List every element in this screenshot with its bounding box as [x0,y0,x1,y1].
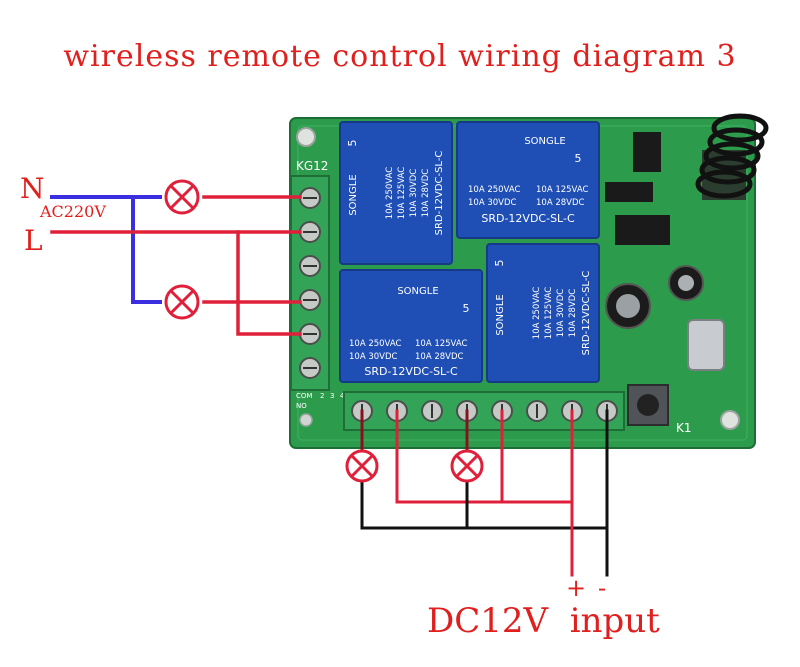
ac-wiring [50,195,302,336]
terminal-screw [299,289,321,311]
lamp-4 [450,449,484,483]
board-model-label: KG12 [296,159,328,173]
relay-brand: SONGLE [495,294,506,335]
relay-rating: 10A 30VDC [349,352,398,362]
relay-1: SONGLE 10A 250VAC 10A 125VAC 10A 30VDC 1… [339,121,453,265]
relay-model: SRD-12VDC-SL-C [364,365,458,378]
terminal-screw [299,187,321,209]
neutral-label: N [20,172,45,205]
terminal-label: 3 [330,392,334,400]
crystal [687,319,725,371]
relay-rating: 10A 250VAC [468,185,520,195]
left-terminal-block [290,175,330,391]
relay-model: SRD-12VDC-SL-C [481,212,575,225]
live-label: L [24,224,43,257]
dc-minus-label: - [598,574,606,602]
lamp-1 [164,179,200,215]
relay-rating: 10A 30VDC [468,198,517,208]
relay-3: SONGLE 5 10A 250VAC 10A 125VAC 10A 30VDC… [339,269,483,383]
ic-chip [615,215,670,245]
terminal-screw [299,221,321,243]
relay-rating: 10A 28VDC [568,289,578,338]
k1-label: K1 [676,421,692,435]
relay-pin: 5 [346,140,359,147]
relay-model: SRD-12VDC-SL-C [581,271,592,356]
terminal-screw [299,255,321,277]
relay-pin: 5 [493,260,506,267]
relay-brand: SONGLE [348,174,359,215]
relay-pin: 5 [575,152,582,165]
relay-4: SONGLE 10A 250VAC 10A 125VAC 10A 30VDC 1… [486,243,600,383]
neutral-wire [50,195,162,304]
relay-rating: 10A 30VDC [556,289,566,338]
relay-rating: 10A 28VDC [421,169,431,218]
dc-plus-label: + [566,574,586,602]
relay-rating: 10A 30VDC [409,169,419,218]
relay-brand: SONGLE [397,286,438,297]
terminal-screw [526,400,548,422]
terminal-label: NO [296,402,307,410]
ic-chip [633,132,661,172]
relay-rating: 10A 125VAC [397,167,407,219]
terminal-screw [299,323,321,345]
ac-voltage-label: AC220V [39,202,106,221]
relay-rating: 10A 250VAC [532,287,542,339]
lamp-3 [345,449,379,483]
relay-rating: 10A 125VAC [536,185,588,195]
mount-hole [720,410,740,430]
mount-hole [296,127,316,147]
diagram-title: wireless remote control wiring diagram 3 [63,39,736,74]
terminal-label: 2 [320,392,324,400]
ic-chip [605,182,653,202]
relay-rating: 10A 125VAC [544,287,554,339]
relay-rating: 10A 28VDC [415,352,464,362]
relay-rating: 10A 28VDC [536,198,585,208]
relay-rating: 10A 250VAC [385,167,395,219]
bottom-terminal-block [343,391,625,431]
relay-brand: SONGLE [524,136,565,147]
terminal-label: COM [296,392,312,400]
relay-2: SONGLE 5 10A 250VAC 10A 125VAC 10A 30VDC… [456,121,600,239]
dc-input-label: DC12V input [427,601,660,641]
relay-model: SRD-12VDC-SL-C [434,151,445,236]
relay-rating: 10A 125VAC [415,339,467,349]
terminal-label: 4 [340,392,345,400]
lamp-2 [164,284,200,320]
relay-pin: 5 [463,302,470,315]
antenna-coil [695,113,769,200]
terminal-screw [421,400,443,422]
dc-wiring [360,409,609,577]
relay-rating: 10A 250VAC [349,339,401,349]
terminal-screw [299,357,321,379]
